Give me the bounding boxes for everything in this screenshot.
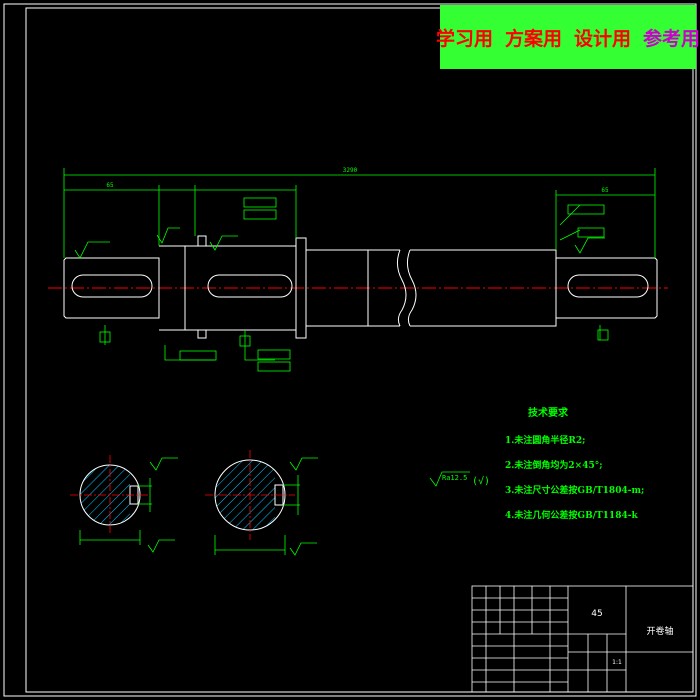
keyway-middle	[207, 274, 293, 298]
section-view-a	[70, 455, 178, 553]
dim-left-length: 65	[106, 182, 114, 189]
surface-finish-note: Ra12.5 (√)	[429, 471, 490, 487]
tech-req-item-3: 3.未注尺寸公差按GB/T1804-m;	[505, 484, 644, 496]
banner-study: 学习用	[435, 27, 493, 50]
technical-requirements: 技术要求 1.未注圆角半径R2; 2.未注倒角均为2×45°; 3.未注尺寸公差…	[505, 406, 644, 521]
inner-frame	[25, 7, 694, 693]
title-block-part-name: 开卷轴	[646, 625, 673, 637]
banner-reference: 参考用	[643, 27, 700, 50]
surface-finish-value: Ra12.5	[442, 474, 467, 482]
tech-req-item-4: 4.未注几何公差按GB/T1184-k	[505, 509, 638, 521]
tech-req-title: 技术要求	[528, 406, 569, 419]
dimension-lines	[63, 168, 656, 372]
outer-frame	[3, 3, 697, 697]
title-block-material: 45	[591, 609, 602, 619]
section-view-b	[205, 450, 318, 556]
title-block	[471, 585, 694, 693]
title-block-scale: 1:1	[612, 659, 622, 666]
dim-right-length: 65	[601, 187, 609, 194]
banner-plan: 方案用	[504, 27, 562, 50]
tech-req-item-1: 1.未注圆角半径R2;	[505, 434, 585, 446]
keyway-left	[71, 274, 153, 298]
tech-req-item-2: 2.未注倒角均为2×45°;	[505, 459, 603, 471]
shaft-outline	[63, 235, 658, 339]
keyway-right	[567, 274, 649, 298]
surface-finish-suffix: (√)	[472, 475, 490, 487]
dim-overall-length: 3290	[343, 167, 358, 174]
usage-banner: 学习用 方案用 设计用 参考用	[436, 5, 700, 69]
keyways	[71, 274, 649, 298]
dimension-text: 3290 65 65	[106, 167, 609, 194]
banner-design: 设计用	[574, 27, 632, 50]
